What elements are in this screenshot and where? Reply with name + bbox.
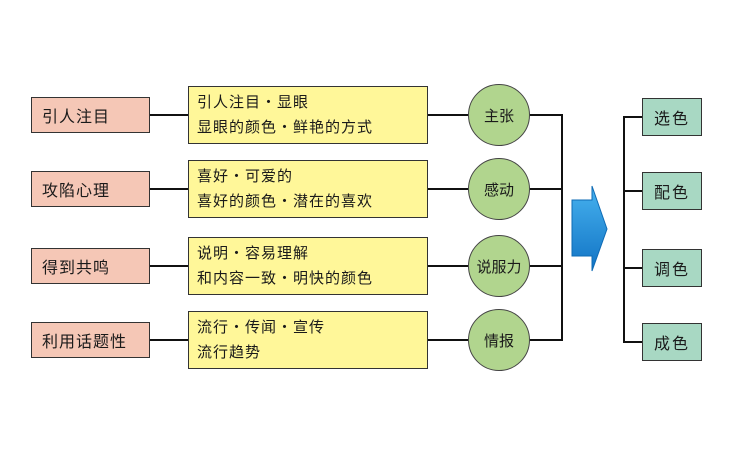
outcome-box: 成色 [642,323,702,361]
description-line: 显眼的颜色・鲜艳的方式 [197,118,374,136]
category-box: 利用话题性 [31,322,150,358]
outcome-label: 成色 [653,334,690,353]
outcome-label: 调色 [653,260,690,279]
theme-circle: 说服力 [468,235,530,297]
outcome-box: 配色 [642,172,702,210]
category-box: 攻陷心理 [31,171,150,207]
description-box: 流行・传闻・宣传 流行趋势 [188,311,428,369]
description-line: 说明・容易理解 [197,244,310,262]
theme-circle: 感动 [468,158,530,220]
theme-label: 说服力 [476,257,522,276]
theme-label: 主张 [483,106,514,125]
category-label: 利用话题性 [42,332,128,351]
description-box: 喜好・可爱的 喜好的颜色・潜在的喜欢 [188,160,428,218]
flow-arrow [571,185,608,272]
outcome-box: 选色 [642,98,702,136]
theme-label: 感动 [483,180,514,199]
outcome-label: 配色 [653,183,690,202]
theme-circle: 情报 [468,309,530,371]
theme-circle: 主张 [468,84,530,146]
description-line: 流行・传闻・宣传 [197,318,326,336]
category-box: 得到共鸣 [31,248,150,284]
description-box: 引人注目・显眼 显眼的颜色・鲜艳的方式 [188,86,428,144]
category-box: 引人注目 [31,97,150,133]
description-line: 喜好的颜色・潜在的喜欢 [197,192,374,210]
category-label: 得到共鸣 [42,258,111,277]
category-label: 攻陷心理 [42,181,111,200]
theme-label: 情报 [483,331,514,350]
description-box: 说明・容易理解 和内容一致・明快的颜色 [188,237,428,295]
description-line: 引人注目・显眼 [197,93,310,111]
description-line: 流行趋势 [197,343,262,361]
description-line: 喜好・可爱的 [197,167,294,185]
category-label: 引人注目 [42,107,111,126]
description-line: 和内容一致・明快的颜色 [197,269,374,287]
outcome-label: 选色 [653,109,690,128]
outcome-box: 调色 [642,249,702,287]
